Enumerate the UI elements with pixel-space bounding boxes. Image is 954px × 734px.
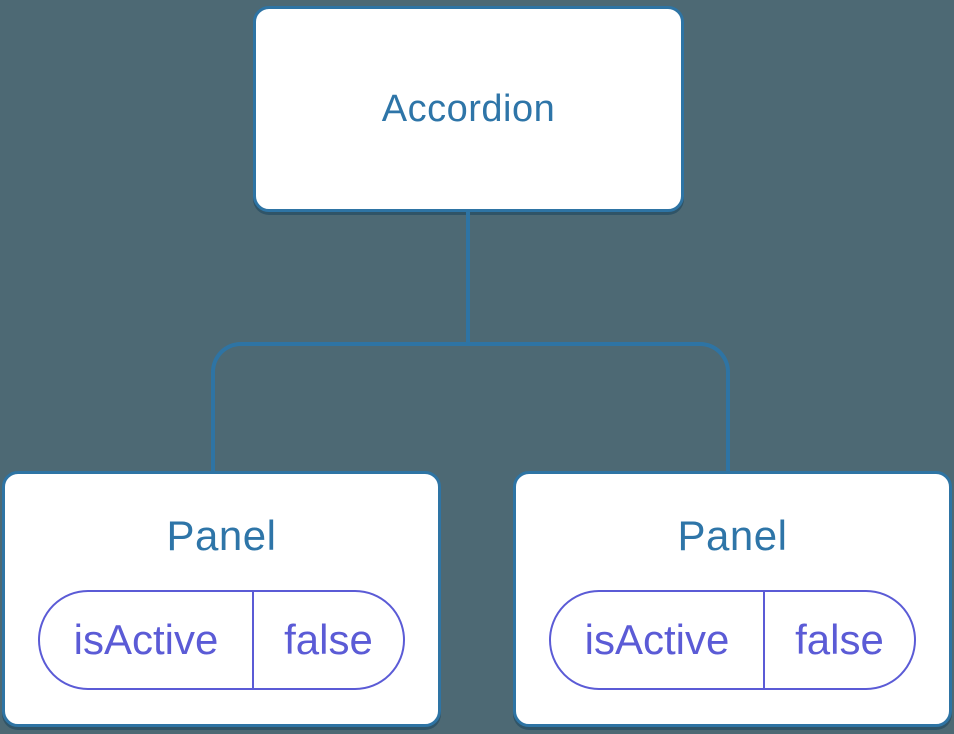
state-value: false bbox=[795, 616, 884, 663]
accordion-node: Accordion bbox=[253, 6, 684, 212]
panel-node-right: Panel isActive false bbox=[513, 471, 952, 727]
accordion-node-label: Accordion bbox=[381, 87, 556, 130]
connector-stem bbox=[466, 212, 470, 344]
state-value: false bbox=[284, 616, 373, 663]
connector-bracket bbox=[211, 342, 730, 471]
state-pill: isActive false bbox=[549, 590, 916, 690]
state-key: isActive bbox=[40, 592, 254, 688]
panel-node-label: Panel bbox=[677, 512, 788, 559]
panel-node-label: Panel bbox=[166, 512, 277, 559]
state-pill: isActive false bbox=[38, 590, 405, 690]
panel-node-left: Panel isActive false bbox=[2, 471, 441, 727]
state-key: isActive bbox=[551, 592, 765, 688]
